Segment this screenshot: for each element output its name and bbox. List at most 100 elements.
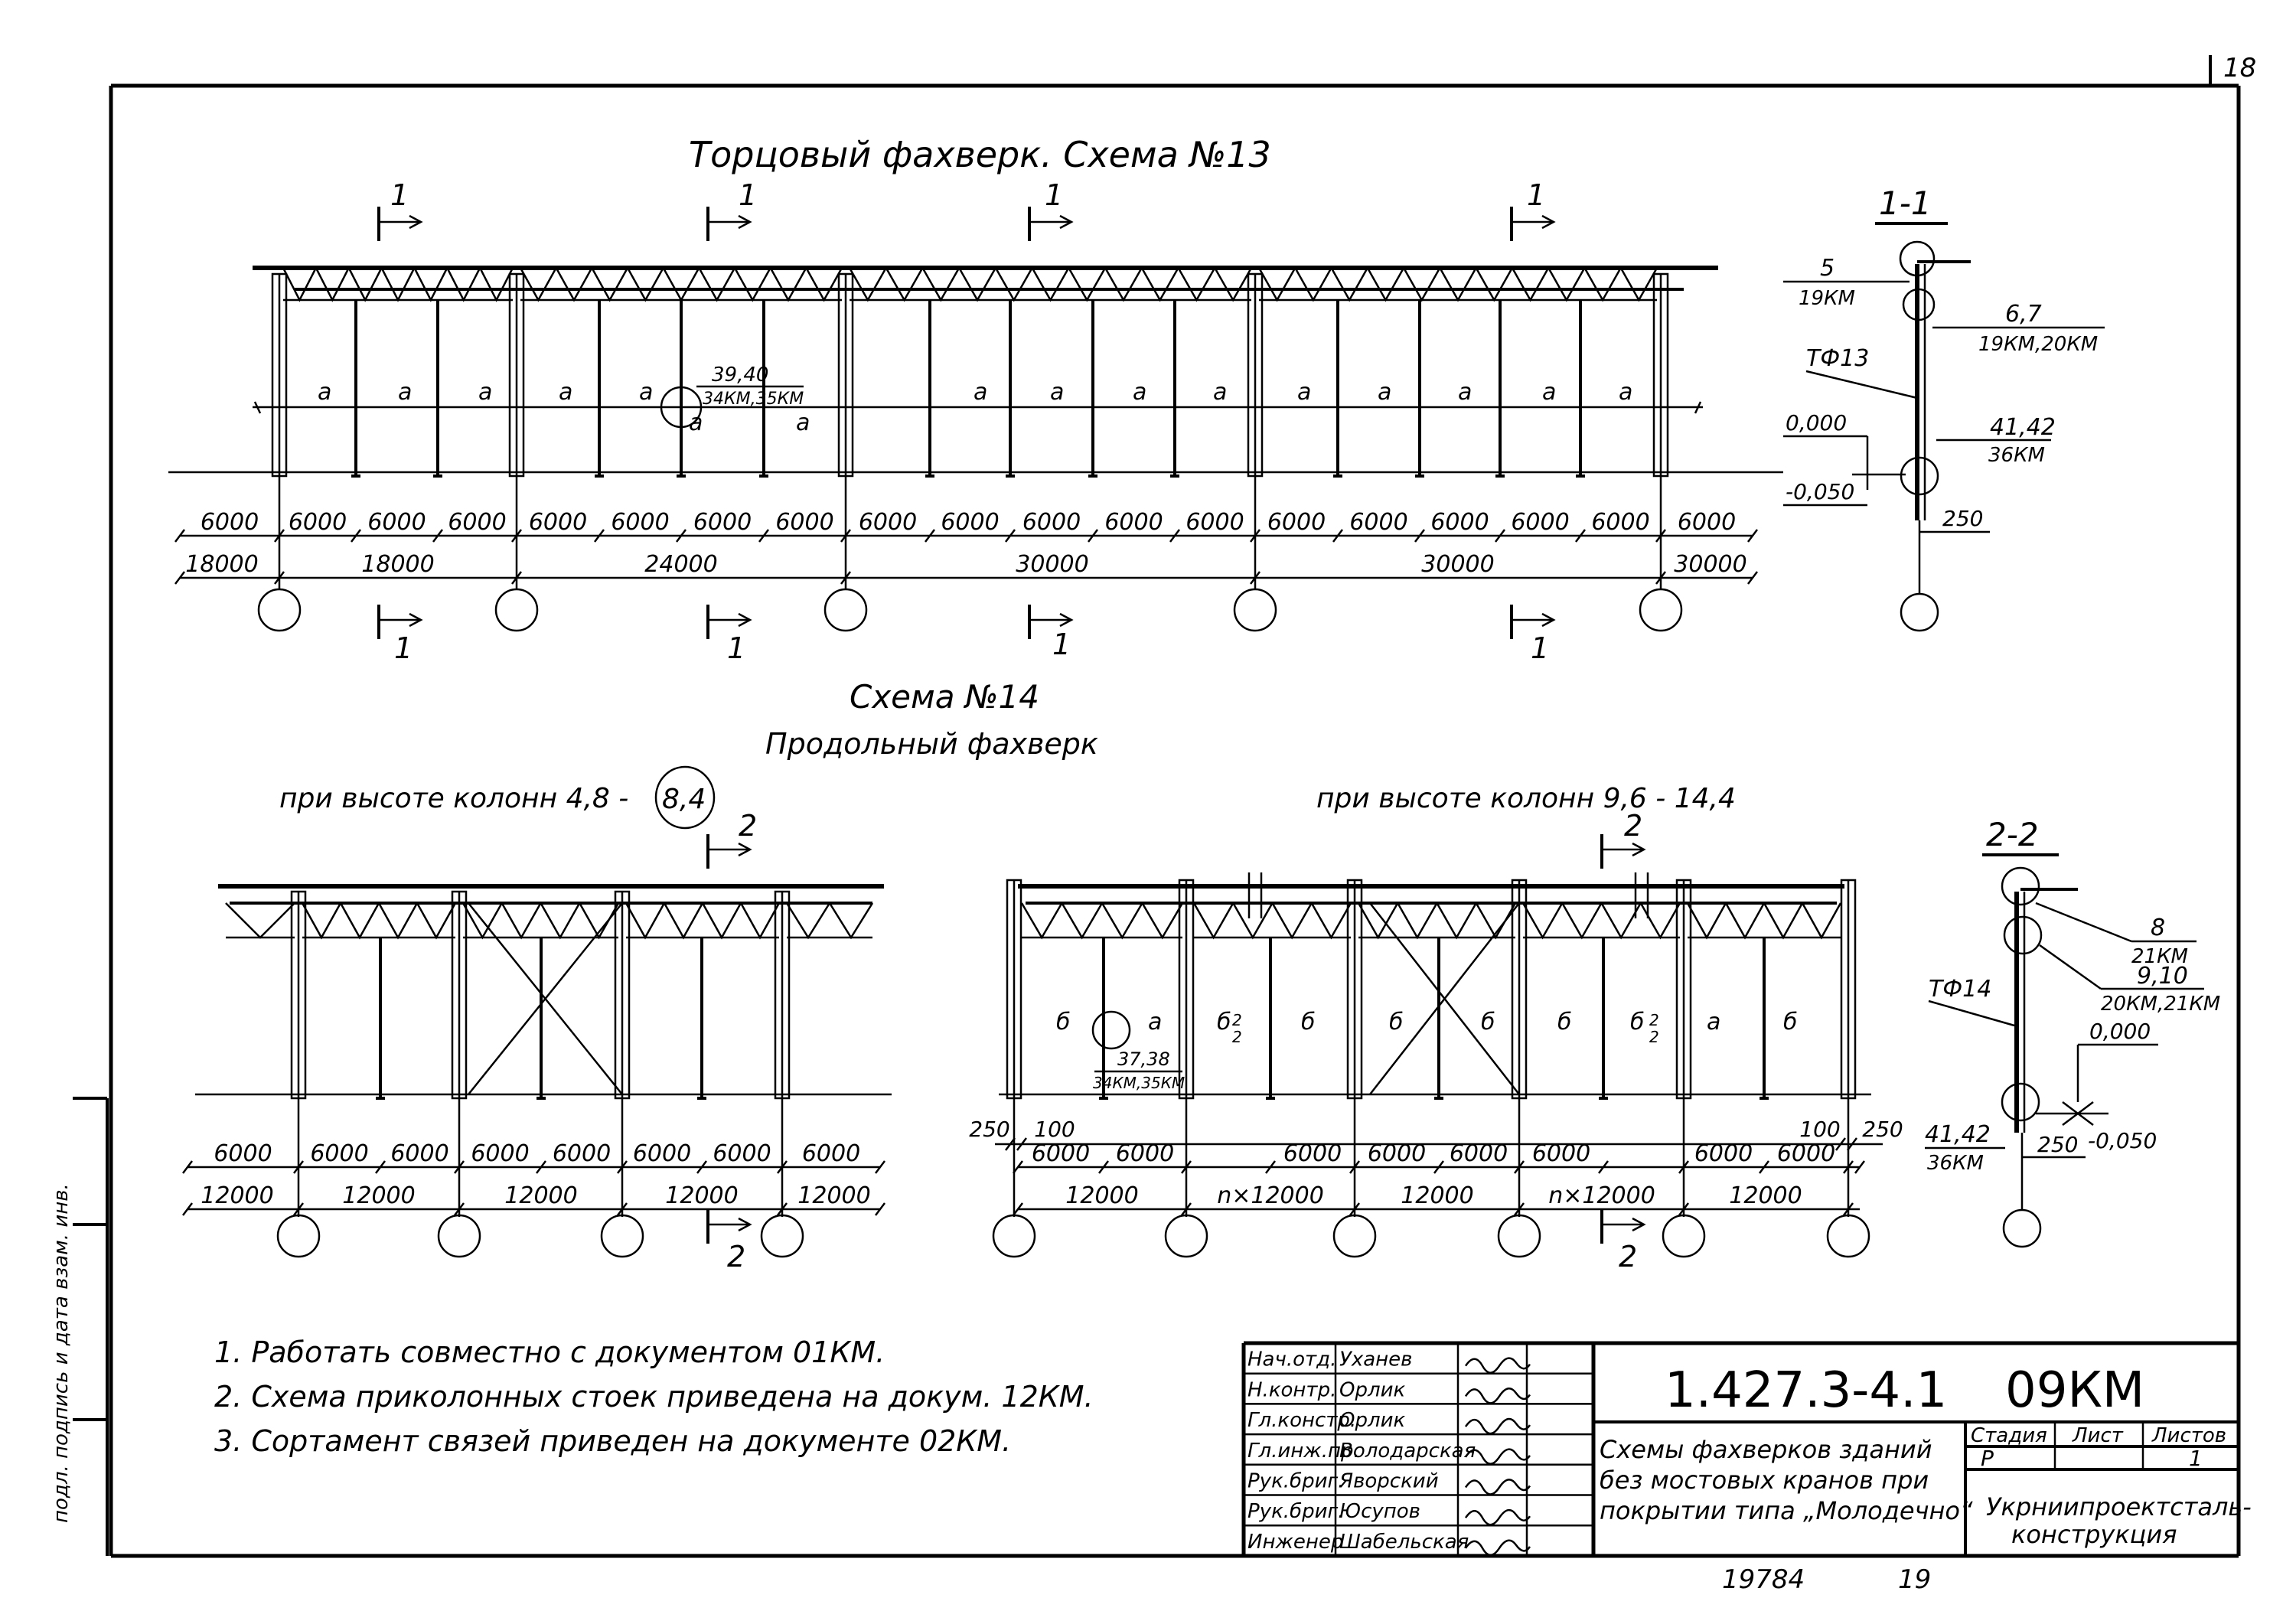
section-mark-arrowhead xyxy=(738,842,752,857)
spacing-dimension: 6000 xyxy=(1032,1140,1090,1167)
section-2-2: 2-2 8 21КМ 9,10 20КМ,21КМ ТФ14 0,000 -0,… xyxy=(1925,816,2220,1248)
dimension-tick xyxy=(1433,1160,1444,1174)
dimension-tick xyxy=(182,1160,193,1174)
grid-axis-bubble xyxy=(437,1214,481,1258)
scheme13-node-callout: 39,40 34КМ,35КМ xyxy=(660,364,804,429)
section-mark-label: 2 xyxy=(727,1240,745,1273)
scheme14-subtitle: Продольный фахверк xyxy=(765,727,1098,761)
section11-call1-top: 5 xyxy=(1820,255,1835,282)
section11-level-zero: 0,000 xyxy=(1786,410,1847,435)
spacing-dimension: 6000 xyxy=(390,1140,448,1167)
truss-web xyxy=(1686,902,1727,940)
truss-web xyxy=(1403,267,1441,302)
dimension-tick xyxy=(1747,571,1758,585)
panel-label-a: а xyxy=(1458,379,1472,406)
section11-call1-bottom: 19КМ xyxy=(1799,287,1855,310)
span-dimension: 30000 xyxy=(1674,551,1746,578)
section11-title: 1-1 xyxy=(1879,184,1932,222)
org-line-2: конструкция xyxy=(2011,1520,2177,1549)
span-dimension: 12000 xyxy=(665,1182,738,1209)
truss-web xyxy=(1330,267,1368,302)
scheme14-right-trusses xyxy=(1020,902,1842,940)
truss-web xyxy=(377,902,419,940)
truss-web xyxy=(1192,902,1234,940)
section22-level-minus: -0,050 xyxy=(2088,1128,2157,1153)
dimension-tick xyxy=(375,1160,386,1174)
truss-web xyxy=(769,267,807,302)
scheme14-left-trusses xyxy=(225,902,874,940)
truss-web xyxy=(1548,267,1586,302)
small-mark: 2 xyxy=(1232,1028,1242,1046)
signature-name: Яворский xyxy=(1339,1470,1439,1493)
scheme14-callout-bottom: 34КМ,35КМ xyxy=(1093,1074,1185,1092)
truss-web xyxy=(625,902,666,940)
dimension-tick xyxy=(1265,1160,1276,1174)
dimension-tick xyxy=(1098,1160,1109,1174)
grid-axis-bubble xyxy=(1164,1214,1208,1258)
truss-web xyxy=(315,267,350,302)
signature-role: Рук.бриг. xyxy=(1247,1500,1344,1523)
truss-web xyxy=(1439,267,1477,302)
truss-web xyxy=(1639,902,1681,940)
grid-axis-bubble xyxy=(600,1214,644,1258)
truss-web xyxy=(1104,267,1143,302)
section-mark-arrowhead xyxy=(738,612,752,628)
dimension-tick xyxy=(1835,1137,1846,1151)
section-mark-arrowhead xyxy=(738,1217,752,1232)
footer-number: 19784 xyxy=(1722,1564,1805,1595)
scheme13-posts xyxy=(271,272,1669,478)
spacing-dimension: 6000 xyxy=(1022,509,1081,536)
span-dimension: n×12000 xyxy=(1548,1182,1655,1209)
spacing-dimension: 6000 xyxy=(1104,509,1163,536)
grid-axis-bubble xyxy=(760,1214,804,1258)
signature-scribble xyxy=(1464,1479,1531,1495)
footer-page: 19 xyxy=(1898,1564,1931,1595)
dimension-tick xyxy=(432,529,443,543)
note-1: 1. Работать совместно с документом 01КМ. xyxy=(214,1335,885,1369)
truss-web xyxy=(1583,267,1622,302)
dimension-tick xyxy=(875,1202,885,1216)
truss-web xyxy=(1141,902,1184,940)
section-mark-label: 1 xyxy=(390,178,409,212)
panel-label-b: б xyxy=(1056,1009,1071,1035)
section-mark-label: 1 xyxy=(394,631,413,665)
span-dimension: 30000 xyxy=(1421,551,1494,578)
section-mark-label: 1 xyxy=(1527,178,1545,212)
grid-axis-bubble xyxy=(823,588,868,632)
note-3: 3. Сортамент связей приведен на документ… xyxy=(214,1424,1011,1458)
signature-scribble xyxy=(1464,1357,1531,1374)
panel-label-a: а xyxy=(1707,1009,1720,1035)
title-block xyxy=(1241,1341,2239,1556)
spacing-dimension: 6000 xyxy=(633,1140,691,1167)
panel-label-a: а xyxy=(398,379,412,406)
sheet-corner-number: 18 xyxy=(2223,53,2256,83)
truss-web xyxy=(1619,267,1658,302)
truss-web xyxy=(1366,267,1405,302)
panel-label-a: а xyxy=(1297,379,1311,406)
truss-web xyxy=(1232,902,1274,940)
dimension-tick xyxy=(1759,1160,1769,1174)
section22-call3-bottom: 36КМ xyxy=(1927,1152,1984,1175)
section-mark-label: 1 xyxy=(739,178,757,212)
section22-call2-bottom: 20КМ,21КМ xyxy=(2101,993,2220,1016)
dimension-tick xyxy=(676,529,687,543)
grid-axis-bubble xyxy=(1662,1214,1706,1258)
truss-web xyxy=(1214,267,1253,302)
truss-web xyxy=(1521,902,1564,940)
panel-label-a: а xyxy=(1148,1009,1162,1035)
small-mark: 2 xyxy=(1649,1011,1659,1029)
spacing-dimension: 6000 xyxy=(1368,1140,1426,1167)
dimension-tick xyxy=(1088,529,1098,543)
small-mark: 2 xyxy=(1232,1011,1242,1029)
dimension-tick xyxy=(1169,529,1180,543)
truss-web xyxy=(519,267,557,302)
signature-role: Инженер xyxy=(1247,1531,1343,1554)
dimension-tick xyxy=(1854,1160,1865,1174)
truss-web xyxy=(1397,902,1438,940)
dimension-tick xyxy=(1495,529,1505,543)
signature-role: Нач.отд. xyxy=(1247,1348,1336,1371)
sheets-value: 1 xyxy=(2189,1446,2203,1471)
spacing-dimension: 6000 xyxy=(802,1140,860,1167)
grid-axis-bubble xyxy=(1497,1214,1541,1258)
